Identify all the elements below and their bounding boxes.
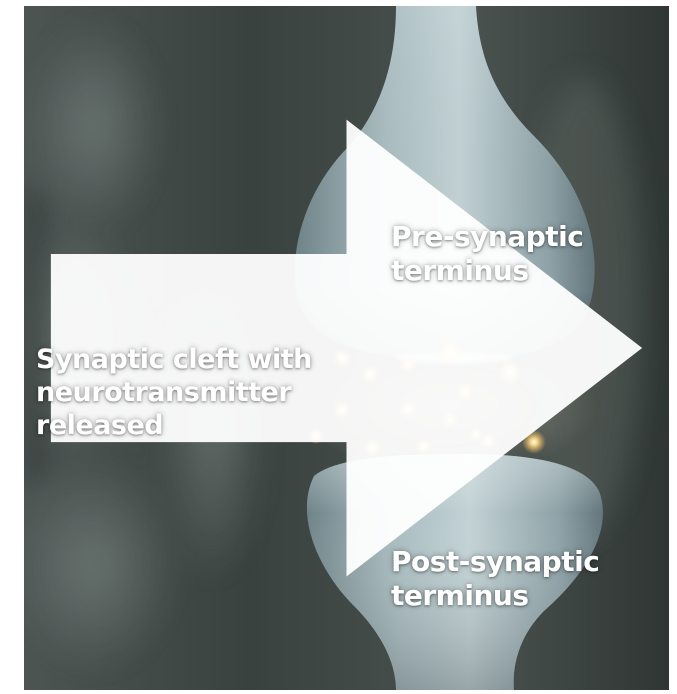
post-synaptic-label-line-1: Post-synaptic	[391, 545, 599, 579]
pre-synaptic-label-line-1: Pre-synaptic	[391, 220, 583, 254]
synaptic-cleft-label-line-1: Synaptic cleft with	[36, 344, 312, 377]
synaptic-cleft-label-line-3: released	[36, 410, 312, 443]
synapse-illustration: Pre-synaptic terminus Synaptic cleft wit…	[24, 6, 669, 690]
post-synaptic-label-line-2: terminus	[391, 579, 599, 613]
synaptic-cleft-label: Synaptic cleft with neurotransmitter rel…	[36, 344, 312, 443]
pre-synaptic-label-line-2: terminus	[391, 254, 583, 288]
pre-synaptic-label: Pre-synaptic terminus	[391, 220, 583, 288]
post-synaptic-label: Post-synaptic terminus	[391, 545, 599, 613]
synaptic-cleft-label-line-2: neurotransmitter	[36, 377, 312, 410]
